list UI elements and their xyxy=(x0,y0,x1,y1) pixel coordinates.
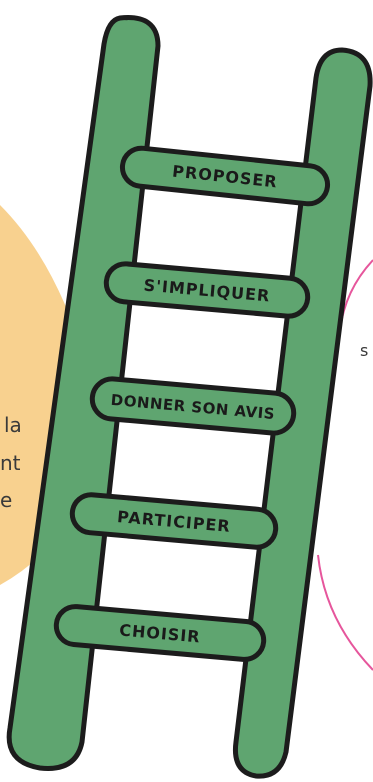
right-decorative-outline-lower xyxy=(318,555,373,670)
ladder-rung-2: S'IMPLIQUER xyxy=(105,262,310,317)
left-text-fragment-2: nt xyxy=(0,451,21,475)
right-text-fragment-1: s xyxy=(360,341,368,360)
ladder-rung-1: PROPOSER xyxy=(121,146,330,205)
ladder-rung-3: DONNER SON AVIS xyxy=(91,377,296,434)
left-text-fragment-3: e xyxy=(0,488,12,512)
left-text-fragment-1: la xyxy=(4,413,22,437)
